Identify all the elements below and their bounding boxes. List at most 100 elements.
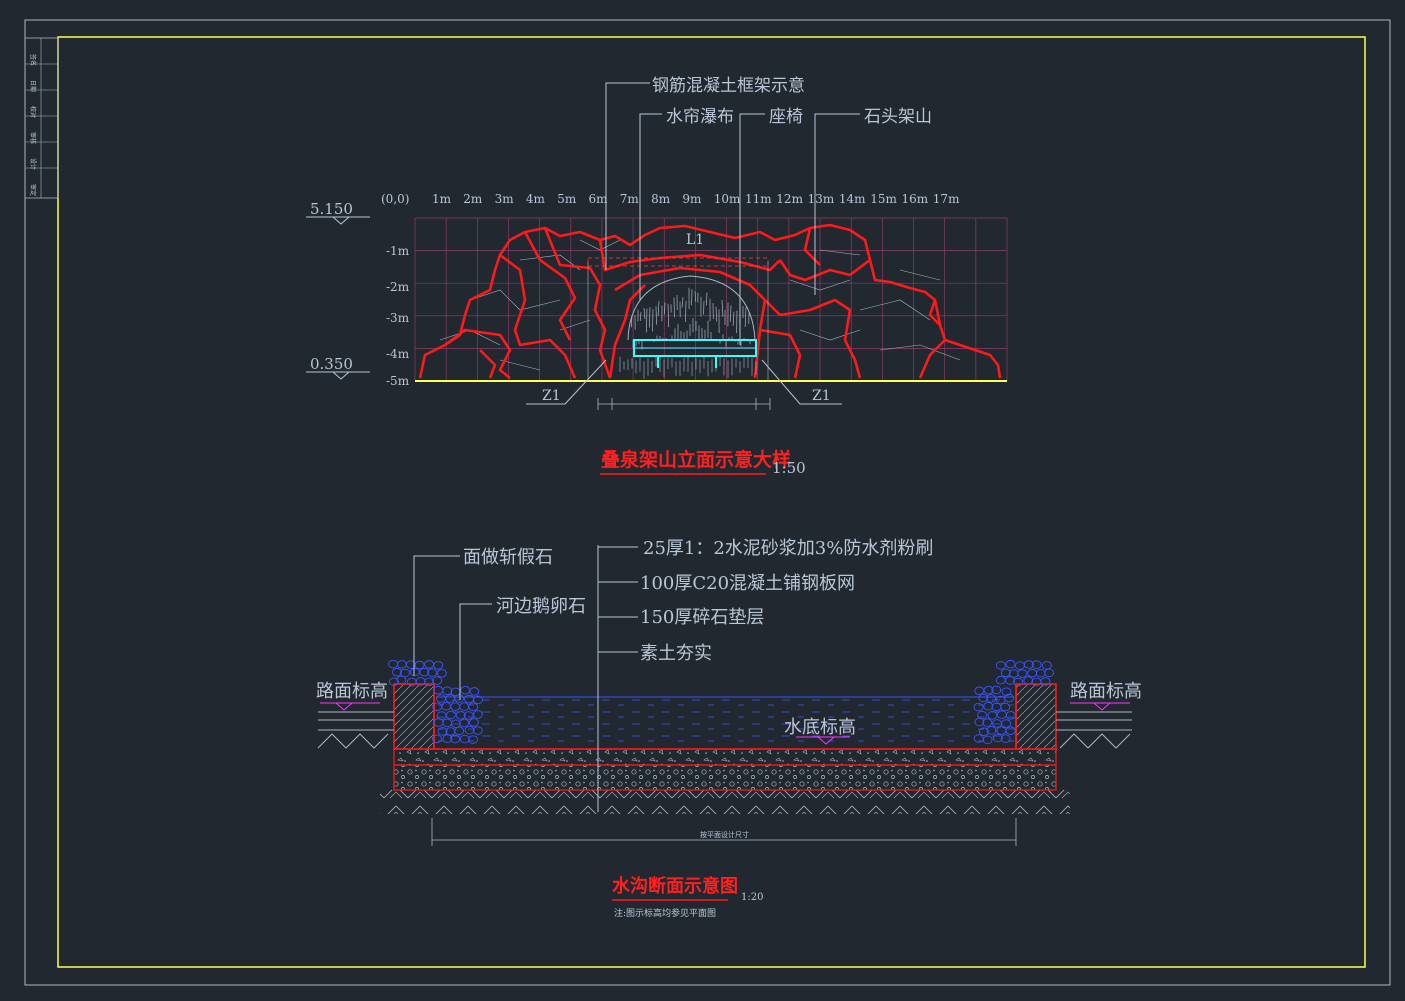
pebble-leader bbox=[459, 603, 492, 700]
x-tick-label: 14m bbox=[839, 192, 866, 206]
river-pebbles bbox=[388, 659, 1055, 745]
road-elevation-right: 路面标高 bbox=[1070, 681, 1142, 702]
title-block-cell: 审定 bbox=[29, 184, 37, 196]
pebble bbox=[419, 667, 430, 677]
pebble bbox=[454, 694, 465, 703]
pebble bbox=[464, 725, 475, 735]
pebble bbox=[409, 667, 420, 677]
pebble bbox=[450, 734, 461, 744]
pebble bbox=[991, 685, 1002, 695]
x-tick-label: 13m bbox=[808, 192, 835, 206]
pebble bbox=[982, 735, 993, 745]
callout-leaders bbox=[605, 82, 860, 345]
wall-right bbox=[1015, 683, 1057, 750]
x-tick-label: 6m bbox=[589, 192, 609, 206]
pebble bbox=[468, 718, 479, 727]
section-note: 注:图示标高均参见平面图 bbox=[614, 907, 716, 919]
y-tick-label: -3m bbox=[386, 311, 410, 325]
pebble bbox=[388, 677, 399, 686]
title-block-cell: 日期 bbox=[29, 80, 37, 92]
concrete-slab bbox=[393, 748, 1057, 766]
elevation-dimension bbox=[597, 398, 771, 410]
pebble bbox=[437, 727, 448, 736]
pebble bbox=[460, 686, 471, 695]
pebble bbox=[1035, 669, 1046, 678]
x-tick-label: 17m bbox=[933, 192, 960, 206]
pebble bbox=[424, 677, 435, 687]
title-block-cell: 签名 bbox=[29, 54, 37, 66]
pebble bbox=[982, 718, 993, 727]
pebble bbox=[455, 711, 466, 720]
pebble bbox=[427, 668, 438, 677]
callout-rockery: 石头架山 bbox=[864, 107, 932, 127]
pebble bbox=[473, 695, 484, 705]
x-tick-label: 4m bbox=[526, 192, 546, 206]
pebble bbox=[432, 676, 442, 685]
water-body bbox=[436, 697, 1014, 747]
layer-mortar: 25厚1：2水泥砂浆加3%防水剂粉刷 bbox=[643, 538, 933, 559]
waterfall-curtain bbox=[619, 275, 757, 379]
y-tick-label: -1m bbox=[386, 244, 410, 258]
pebble bbox=[974, 686, 985, 696]
pebble bbox=[1005, 676, 1015, 685]
elevation-bottom-value: 0.350 bbox=[310, 355, 353, 373]
pebble bbox=[436, 669, 447, 678]
pebble bbox=[986, 726, 997, 735]
callout-bench: 座椅 bbox=[769, 107, 803, 127]
x-tick-label: 9m bbox=[682, 192, 702, 206]
pebble bbox=[1001, 719, 1012, 728]
pebble bbox=[472, 710, 483, 719]
pebble bbox=[1013, 677, 1023, 687]
gravel-bed bbox=[393, 764, 1057, 791]
section-dimension bbox=[431, 818, 1017, 846]
pebble bbox=[1014, 661, 1025, 670]
pebble bbox=[1000, 734, 1011, 743]
pebble bbox=[396, 660, 407, 669]
x-tick-label: 7m bbox=[620, 192, 640, 206]
pebble bbox=[433, 685, 444, 695]
pebble bbox=[978, 693, 989, 703]
y-axis-ticks: -1m-2m-3m-4m-5m bbox=[386, 244, 410, 388]
pebble bbox=[1044, 668, 1055, 678]
road-elevation-left-marker bbox=[334, 702, 354, 711]
label-face-stone: 面做斩假石 bbox=[463, 547, 553, 568]
title-block-cell: 校对 bbox=[29, 106, 37, 118]
road-right bbox=[1056, 711, 1132, 749]
road-elevation-left: 路面标高 bbox=[316, 681, 388, 702]
x-tick-label: 5m bbox=[557, 192, 577, 206]
pebble bbox=[1000, 668, 1011, 678]
elevation-view: 钢筋混凝土框架示意 水帘瀑布 座椅 石头架山 5.150 0.350 (0,0)… bbox=[306, 76, 1008, 477]
x-tick-label: 12m bbox=[776, 192, 803, 206]
pebble bbox=[1008, 669, 1019, 678]
y-tick-label: -5m bbox=[386, 374, 410, 388]
pebble bbox=[450, 719, 461, 728]
pebble bbox=[392, 667, 402, 677]
x-tick-label: 16m bbox=[902, 192, 929, 206]
label-river-pebble: 河边鹅卵石 bbox=[496, 596, 586, 617]
pebble bbox=[445, 710, 456, 720]
pebble bbox=[978, 727, 989, 737]
pebble bbox=[414, 660, 425, 670]
x-tick-label: 3m bbox=[495, 192, 515, 206]
pebble bbox=[442, 686, 453, 695]
elevation-marker-bottom: 0.350 bbox=[306, 355, 370, 380]
road-elevation-right-marker bbox=[1092, 702, 1112, 711]
title-block: 签名 日期 校对 审核 设计 审定 bbox=[24, 37, 59, 199]
pebble bbox=[415, 677, 426, 686]
x-tick-label: 15m bbox=[870, 192, 897, 206]
pebble bbox=[432, 734, 442, 744]
pebble bbox=[442, 734, 453, 743]
title-block-cell: 审核 bbox=[29, 132, 37, 144]
pebble bbox=[406, 660, 416, 669]
column-left-label: Z1 bbox=[542, 388, 561, 404]
x-tick-label: 1m bbox=[432, 192, 452, 206]
grid-origin-label: (0,0) bbox=[381, 192, 409, 206]
pebble bbox=[1027, 668, 1038, 678]
pebble bbox=[983, 685, 994, 695]
road-left bbox=[317, 711, 394, 749]
pebble bbox=[992, 733, 1003, 743]
channel-lining bbox=[433, 684, 1017, 750]
pebble bbox=[1041, 661, 1052, 670]
